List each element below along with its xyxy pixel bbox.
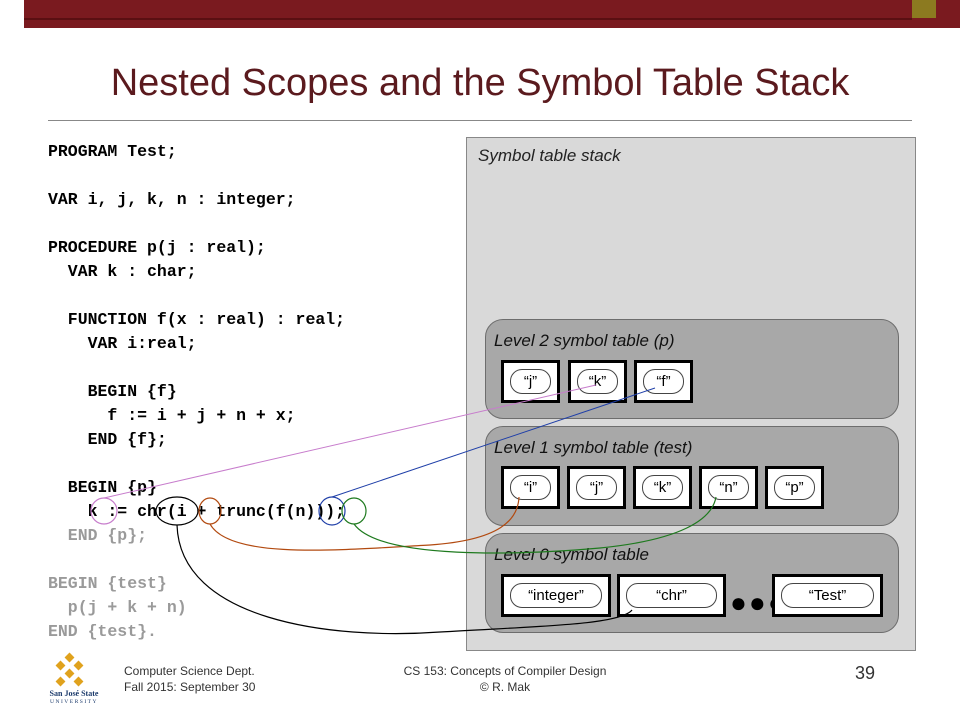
code-line-vars: VAR i, j, k, n : integer; [48,190,296,209]
chr-circle [155,496,199,526]
level-1-label: Level 1 symbol table (test) [494,438,693,457]
code-line-function-end: END {f}; [48,430,167,449]
page-number: 39 [855,663,876,683]
level-2-entry-f: “f” [634,360,693,403]
k-circle [90,497,118,525]
code-line-procedure-begin: BEGIN {p} [48,478,157,497]
title-bar-band [24,0,912,28]
code-line-main-stmt: p(j + k + n) [48,598,187,617]
code-line-procedure-var: VAR k : char; [48,262,197,281]
level-1-entry-i: “i” [501,466,560,509]
level-1-entry-k: “k” [633,466,692,509]
footer-center: CS 153: Concepts of Compiler Design © R.… [380,663,630,695]
footer-course: CS 153: Concepts of Compiler Design [403,664,607,678]
symbol-table-stack-label: Symbol table stack [478,146,621,165]
level-0-entry-test: “Test” [772,574,883,617]
svg-text:UNIVERSITY: UNIVERSITY [50,699,98,704]
f-link-line [331,387,656,498]
level-0-label: Level 0 symbol table [494,545,649,564]
code-line-main-begin: BEGIN {test} [48,574,167,593]
level-1-entry-n: “n” [699,466,758,509]
level-1-entry-j: “j” [567,466,626,509]
svg-text:San José State: San José State [50,689,99,698]
footer-dept: Computer Science Dept. [124,664,255,678]
code-line-procedure: PROCEDURE p(j : real); [48,238,266,257]
slide-title: Nested Scopes and the Symbol Table Stack [110,62,850,104]
footer-term: Fall 2015: September 30 [124,680,256,694]
k-link-line [103,384,597,499]
code-line-function: FUNCTION f(x : real) : real; [48,310,346,329]
code-line-procedure-end: END {p}; [48,526,148,545]
corner-square-red [912,18,936,28]
footer-author: © R. Mak [479,680,531,694]
i-circle [198,497,222,525]
code-line-main-end: END {test}. [48,622,157,641]
level-0-entry-chr: “chr” [617,574,726,617]
code-line-program: PROGRAM Test; [48,142,177,161]
sjsu-logo-icon: San José State UNIVERSITY [50,652,99,704]
f-circle [318,496,346,526]
corner-square-red-right [936,0,960,28]
title-divider [48,120,912,121]
level-2-entry-k: “k” [568,360,627,403]
level-0-entry-integer: “integer” [501,574,611,617]
level-2-label: Level 2 symbol table (p) [494,331,675,350]
footer-left: Computer Science Dept. Fall 2015: Septem… [124,663,255,695]
code-line-function-var: VAR i:real; [48,334,197,353]
corner-square-gold [912,0,936,18]
code-line-function-stmt: f := i + j + n + x; [48,406,296,425]
code-line-function-begin: BEGIN {f} [48,382,177,401]
level-1-entry-p: “p” [765,466,824,509]
chr-link-line [176,524,633,635]
n-link-line [353,496,717,554]
